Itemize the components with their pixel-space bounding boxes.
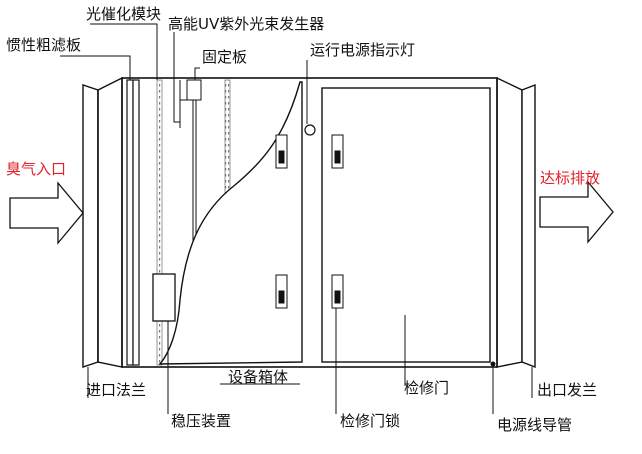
label-odor-inlet: 臭气入口	[6, 160, 66, 178]
label-texts: 光催化模块 高能UV紫外光束发生器 惯性粗滤板 固定板 运行电源指示灯 臭气入口…	[6, 5, 600, 434]
power-indicator-lamp	[304, 124, 316, 136]
outlet-arrow	[539, 180, 614, 244]
label-access-door: 检修门	[404, 379, 449, 397]
label-fixing-plate: 固定板	[202, 48, 247, 66]
coarse-filter-plates	[126, 79, 140, 366]
power-conduit-point	[490, 361, 496, 367]
inlet-flange-shape	[82, 76, 123, 368]
label-exhaust-outlet: 达标排放	[540, 169, 600, 187]
voltage-regulator-box	[152, 273, 176, 322]
label-power-indicator: 运行电源指示灯	[310, 41, 415, 59]
label-power-conduit: 电源线导管	[497, 416, 572, 434]
inlet-arrow	[9, 181, 84, 245]
label-voltage-regulator: 稳压装置	[171, 412, 231, 430]
label-equipment-box: 设备箱体	[228, 368, 288, 386]
left-access-door	[158, 81, 303, 365]
outlet-flange-shape	[496, 76, 536, 369]
label-uv-generator: 高能UV紫外光束发生器	[168, 15, 324, 33]
right-access-door	[321, 87, 491, 363]
uv-lamp-tubes	[179, 79, 202, 250]
label-door-lock: 检修门锁	[340, 412, 400, 430]
equipment-box	[121, 77, 498, 368]
leader-lines	[60, 23, 533, 414]
label-photocatalyst-module: 光催化模块	[86, 5, 161, 23]
door-locks	[275, 134, 344, 309]
label-outlet-flange: 出口发兰	[537, 381, 597, 399]
label-inlet-flange: 进口法兰	[86, 381, 146, 399]
label-prefilter: 惯性粗滤板	[6, 36, 81, 54]
